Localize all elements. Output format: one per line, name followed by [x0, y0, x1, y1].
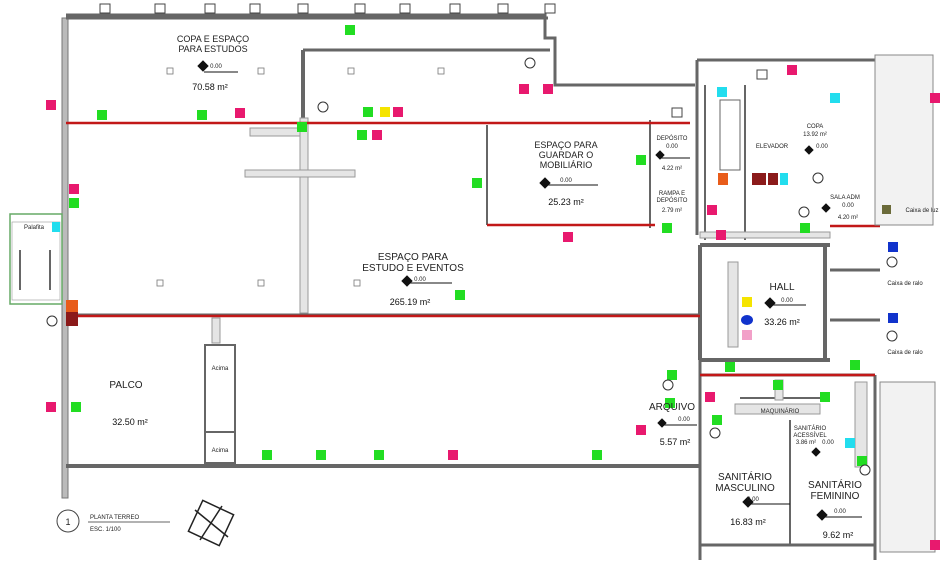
- svg-text:3.86 m²: 3.86 m²: [796, 440, 816, 446]
- level-arrow-icon: [811, 447, 821, 457]
- svg-text:MASCULINO: MASCULINO: [715, 483, 775, 494]
- room-acima-labels: Acima Acima Palafita: [24, 225, 229, 454]
- svg-text:DEPÓSITO: DEPÓSITO: [657, 197, 688, 204]
- terrace-right: [874, 54, 936, 553]
- room-elevador: ELEVADOR: [756, 144, 789, 150]
- svg-text:DEPÓSITO: DEPÓSITO: [657, 135, 688, 142]
- room-sanitario-acessivel: SANITÁRIO ACESSÍVEL 3.86 m² 0.00: [793, 425, 834, 446]
- marker-other: [66, 107, 898, 340]
- svg-text:Caixa de ralo: Caixa de ralo: [887, 281, 923, 287]
- room-deposito: DEPÓSITO 0.00 4.22 m²: [657, 135, 688, 172]
- svg-text:13.92 m²: 13.92 m²: [803, 132, 827, 138]
- svg-text:PLANTA TERREO: PLANTA TERREO: [90, 515, 139, 521]
- svg-text:16.83 m²: 16.83 m²: [730, 517, 766, 527]
- svg-text:MOBILIÁRIO: MOBILIÁRIO: [540, 160, 593, 170]
- svg-text:ELEVADOR: ELEVADOR: [756, 144, 789, 150]
- room-palco: PALCO 32.50 m²: [109, 380, 147, 427]
- svg-text:0.00: 0.00: [816, 144, 828, 150]
- level-arrow-icon: [764, 297, 806, 309]
- svg-text:SALA ADM: SALA ADM: [830, 195, 860, 201]
- svg-text:ACESSÍVEL: ACESSÍVEL: [793, 432, 827, 439]
- svg-text:HALL: HALL: [769, 282, 794, 293]
- svg-text:PARA ESTUDOS: PARA ESTUDOS: [178, 44, 247, 54]
- room-maquinario: MAQUINÁRIO: [761, 408, 800, 415]
- circle-tags: [46, 57, 898, 476]
- svg-text:25.23 m²: 25.23 m²: [548, 197, 584, 207]
- svg-text:33.26 m²: 33.26 m²: [764, 317, 800, 327]
- svg-text:0.00: 0.00: [560, 178, 572, 184]
- svg-text:4.20 m²: 4.20 m²: [838, 215, 858, 221]
- level-arrow-icon: [821, 203, 831, 213]
- svg-text:MAQUINÁRIO: MAQUINÁRIO: [761, 408, 800, 415]
- svg-text:Palafita: Palafita: [24, 225, 45, 231]
- svg-text:Caixa de ralo: Caixa de ralo: [887, 350, 923, 356]
- svg-text:0.00: 0.00: [781, 298, 793, 304]
- svg-text:SANITÁRIO: SANITÁRIO: [808, 478, 862, 491]
- svg-text:RAMPA E: RAMPA E: [659, 191, 685, 197]
- svg-text:COPA E ESPAÇO: COPA E ESPAÇO: [177, 34, 249, 44]
- svg-text:Caixa de luz: Caixa de luz: [905, 208, 938, 214]
- svg-text:0.00: 0.00: [210, 64, 222, 70]
- svg-text:PALCO: PALCO: [109, 380, 142, 391]
- svg-text:GUARDAR O: GUARDAR O: [539, 150, 594, 160]
- svg-text:COPA: COPA: [807, 124, 824, 130]
- side-notes: Caixa de luz Caixa de ralo Caixa de ralo: [887, 208, 938, 356]
- svg-text:0.00: 0.00: [666, 144, 678, 150]
- marker-cyan: [52, 87, 855, 448]
- svg-text:ESC. 1/100: ESC. 1/100: [90, 527, 121, 533]
- level-arrow-icon: [804, 145, 814, 155]
- svg-text:0.00: 0.00: [842, 203, 854, 209]
- svg-text:1: 1: [65, 517, 70, 527]
- svg-text:265.19 m²: 265.19 m²: [390, 297, 431, 307]
- svg-text:0.00: 0.00: [747, 497, 759, 503]
- svg-text:32.50 m²: 32.50 m²: [112, 417, 148, 427]
- drawing-title: 1 PLANTA TERREO ESC. 1/100: [56, 509, 170, 533]
- level-arrow-icon: [197, 60, 238, 73]
- level-arrow-icon: [816, 509, 862, 521]
- svg-text:0.00: 0.00: [822, 440, 834, 446]
- level-arrow-icon: [657, 418, 697, 428]
- level-arrow-icon: [655, 150, 690, 160]
- svg-text:Acima: Acima: [212, 366, 229, 372]
- svg-text:0.00: 0.00: [414, 277, 426, 283]
- svg-text:4.22 m²: 4.22 m²: [662, 166, 682, 172]
- svg-text:0.00: 0.00: [678, 417, 690, 423]
- svg-text:ARQUIVO: ARQUIVO: [649, 402, 695, 413]
- room-arquivo: ARQUIVO 0.00 5.57 m²: [649, 402, 695, 447]
- level-arrow-icon: [401, 275, 452, 287]
- svg-text:0.00: 0.00: [834, 509, 846, 515]
- svg-text:SANITÁRIO: SANITÁRIO: [718, 470, 772, 483]
- svg-text:5.57 m²: 5.57 m²: [660, 437, 691, 447]
- room-sanitario-masculino: SANITÁRIO MASCULINO 0.00 16.83 m²: [715, 470, 775, 527]
- room-estudo-eventos: ESPAÇO PARA ESTUDO E EVENTOS 0.00 265.19…: [362, 252, 464, 307]
- room-copa-estudos: COPA E ESPAÇO PARA ESTUDOS 0.00 70.58 m²: [177, 34, 249, 92]
- svg-text:ESTUDO E EVENTOS: ESTUDO E EVENTOS: [362, 263, 464, 274]
- level-arrow-icon: [539, 177, 598, 189]
- red-lines: [66, 121, 880, 377]
- level-marker-icons: [197, 60, 862, 521]
- svg-text:ESPAÇO PARA: ESPAÇO PARA: [378, 252, 449, 263]
- marker-green: [69, 25, 867, 466]
- room-hall: HALL 0.00 33.26 m²: [764, 282, 800, 327]
- svg-text:Acima: Acima: [212, 448, 229, 454]
- top-windows: [99, 3, 768, 118]
- svg-text:70.58 m²: 70.58 m²: [192, 82, 228, 92]
- columns: [156, 67, 445, 287]
- room-sanitario-feminino: SANITÁRIO FEMININO 0.00 9.62 m²: [808, 478, 862, 540]
- room-sala-adm: SALA ADM 0.00 4.20 m²: [830, 195, 860, 221]
- level-arrow-icon: [742, 496, 790, 508]
- svg-text:9.62 m²: 9.62 m²: [823, 530, 854, 540]
- svg-text:ESPAÇO PARA: ESPAÇO PARA: [534, 140, 597, 150]
- room-rampa-deposito: RAMPA E DEPÓSITO 2.79 m²: [657, 191, 688, 214]
- room-copa: COPA 13.92 m² 0.00: [803, 124, 828, 150]
- hatched-walls: [211, 117, 868, 468]
- north-arrow-icon: [187, 499, 235, 547]
- svg-text:SANITÁRIO: SANITÁRIO: [794, 425, 827, 432]
- room-guardar-mobiliario: ESPAÇO PARA GUARDAR O MOBILIÁRIO 0.00 25…: [534, 140, 597, 207]
- svg-text:FEMININO: FEMININO: [811, 491, 860, 502]
- marker-magenta: [46, 65, 940, 550]
- svg-text:2.79 m²: 2.79 m²: [662, 208, 682, 214]
